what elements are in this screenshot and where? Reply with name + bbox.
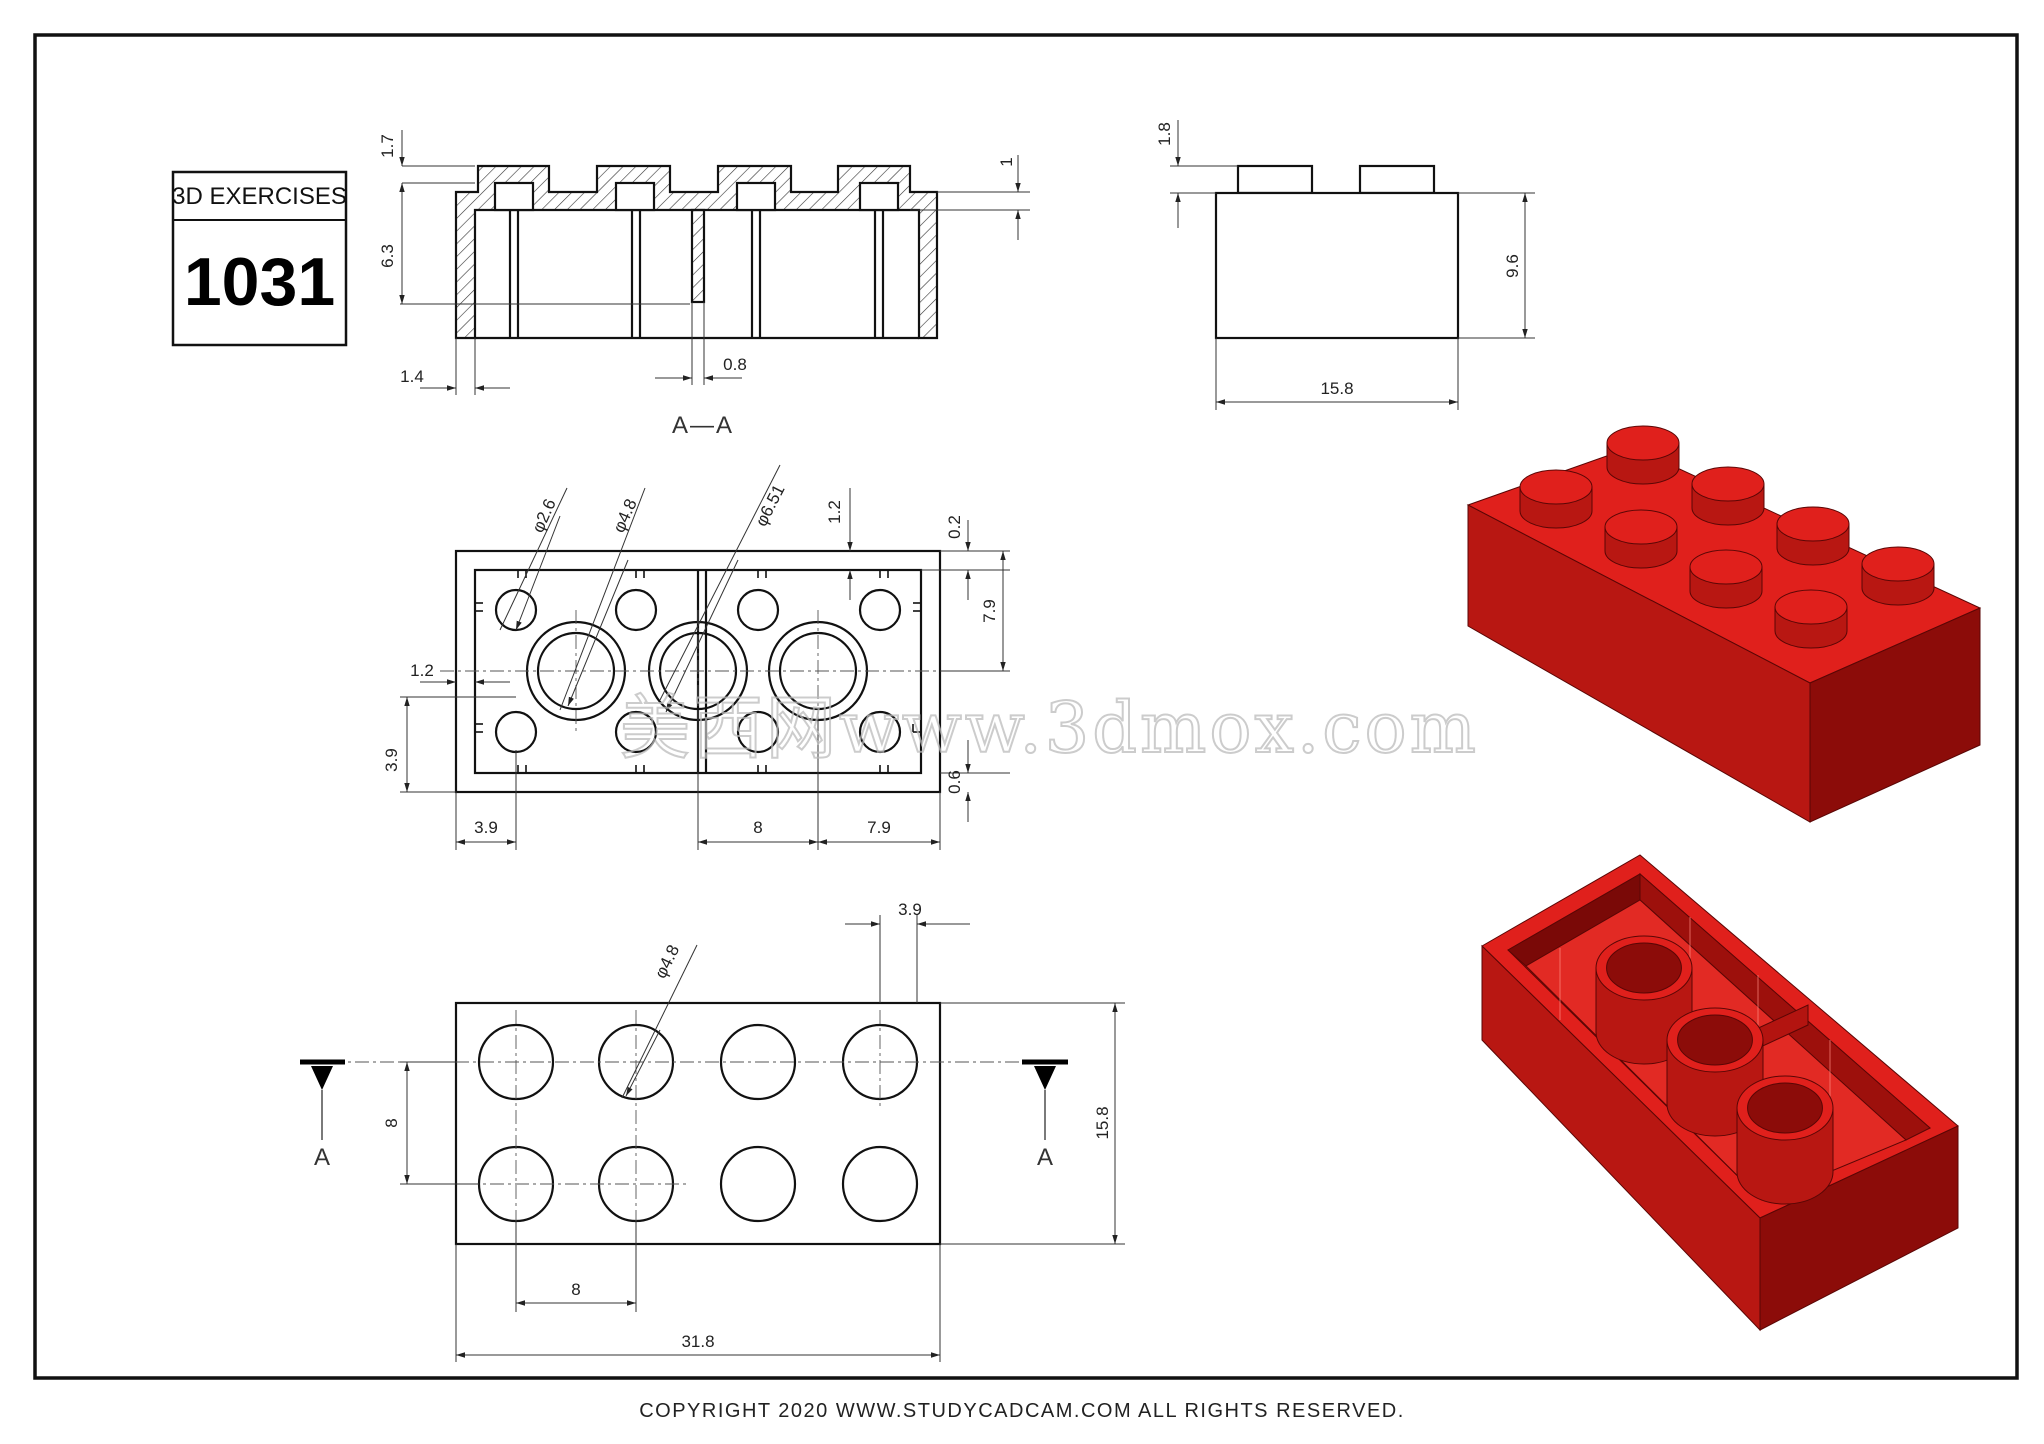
brick-stud bbox=[1606, 425, 1680, 485]
dim-stud-dia: φ4.8 bbox=[651, 942, 683, 981]
dim-height: 9.6 bbox=[1503, 254, 1522, 278]
dim-top-wall: 1 bbox=[997, 157, 1016, 166]
dim-end-offset: 7.9 bbox=[867, 818, 891, 837]
watermark: 美西网www.3dmox.com bbox=[620, 687, 1479, 769]
top-dimensions bbox=[400, 915, 1125, 1362]
dim-tube-outer: φ6.51 bbox=[752, 482, 789, 530]
underside-tubes bbox=[1595, 935, 1834, 1205]
top-centerlines bbox=[330, 1010, 1060, 1240]
exercise-number: 1031 bbox=[184, 244, 335, 320]
top-view bbox=[454, 1001, 942, 1246]
dim-stud-height: 1.8 bbox=[1155, 122, 1174, 146]
section-marker-right: A bbox=[1022, 1059, 1068, 1171]
title-block: 3D EXERCISES 1031 bbox=[171, 170, 348, 347]
section-dim-text: 1.7 6.3 1.4 0.8 1 A—A bbox=[378, 134, 1016, 439]
section-dimensions bbox=[399, 130, 1030, 395]
section-marker-left: A bbox=[300, 1059, 345, 1171]
brick-stud bbox=[1519, 469, 1593, 529]
dim-col-pitch: 8 bbox=[571, 1280, 580, 1299]
dim-half-width: 7.9 bbox=[980, 599, 999, 623]
dim-slot: 0.8 bbox=[723, 355, 747, 374]
sheet-border bbox=[33, 33, 2019, 1380]
brick-studs bbox=[1519, 425, 1935, 649]
copyright-footer: COPYRIGHT 2020 WWW.STUDYCADCAM.COM ALL R… bbox=[639, 1400, 1405, 1422]
section-marker-right-label: A bbox=[1037, 1144, 1055, 1171]
top-dim-text: 3.9 φ4.8 8 15.8 8 31.8 bbox=[382, 900, 1112, 1351]
underside-tube bbox=[1736, 1075, 1834, 1205]
dim-length: 31.8 bbox=[681, 1332, 714, 1351]
dim-rib-side: 1.2 bbox=[410, 661, 434, 680]
underside-tube bbox=[1666, 1007, 1764, 1137]
side-view bbox=[1214, 164, 1460, 340]
brick-stud bbox=[1861, 546, 1935, 606]
dim-rib-gap: 0.2 bbox=[945, 515, 964, 539]
dim-side-wall: 1.4 bbox=[400, 367, 424, 386]
dim-rib-top: 1.2 bbox=[825, 500, 844, 524]
brick-stud bbox=[1691, 466, 1765, 526]
dim-top-step: 1.7 bbox=[378, 134, 397, 158]
dim-stud-offset: 3.9 bbox=[898, 900, 922, 919]
dim-top-width: 15.8 bbox=[1093, 1106, 1112, 1139]
bottom-dimensions bbox=[400, 464, 1010, 850]
bottom-centerlines bbox=[440, 610, 955, 732]
underside-right-outer bbox=[1759, 1125, 1959, 1331]
dim-width: 15.8 bbox=[1320, 379, 1353, 398]
dim-depth: 6.3 bbox=[378, 244, 397, 268]
side-dimensions bbox=[1170, 120, 1535, 410]
section-label: A—A bbox=[672, 412, 734, 439]
brick-stud bbox=[1604, 509, 1678, 569]
dim-tube-pitch: 8 bbox=[753, 818, 762, 837]
section-view bbox=[454, 164, 939, 340]
brick-stud bbox=[1776, 506, 1850, 566]
brick-right-face bbox=[1809, 607, 1981, 823]
dim-rib-bottom: 0.6 bbox=[945, 770, 964, 794]
side-dim-text: 1.8 9.6 15.8 bbox=[1155, 122, 1522, 398]
dim-row-pitch: 8 bbox=[382, 1118, 401, 1127]
dim-tube-offset-y: 3.9 bbox=[382, 748, 401, 772]
dim-tube-inner: φ4.8 bbox=[609, 496, 640, 535]
section-marker-left-label: A bbox=[314, 1144, 332, 1171]
dim-tube-offset-x: 3.9 bbox=[474, 818, 498, 837]
brick-stud bbox=[1774, 589, 1848, 649]
brick-stud bbox=[1689, 549, 1763, 609]
title-heading: 3D EXERCISES bbox=[172, 183, 347, 210]
